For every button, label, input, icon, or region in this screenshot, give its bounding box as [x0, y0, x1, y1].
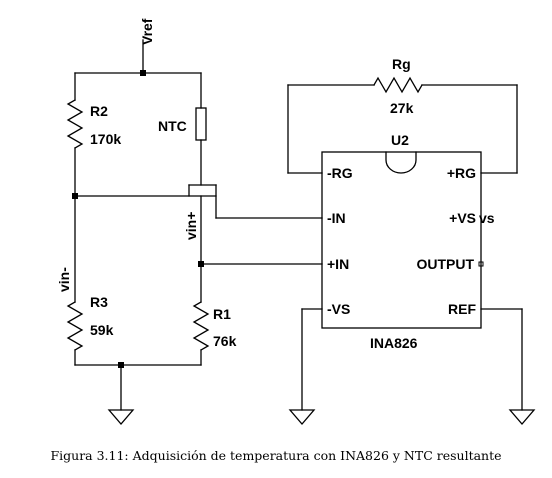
r3-value: 59k	[90, 322, 114, 338]
ground-icon	[508, 409, 536, 425]
pin-pos-in: +IN	[327, 256, 349, 272]
ic-designator: U2	[391, 132, 409, 148]
ground-icon	[288, 409, 316, 425]
vin-plus-label: vin+	[183, 212, 199, 240]
pin-ref: REF	[448, 301, 476, 317]
rg-value: 27k	[390, 100, 414, 116]
vs-net-label: vs	[479, 210, 495, 226]
r1-name: R1	[213, 306, 231, 322]
ground-icon	[107, 409, 135, 425]
pin-pos-vs: +VS	[449, 210, 476, 226]
r1-value: 76k	[213, 333, 237, 349]
pin-neg-vs: -VS	[327, 301, 350, 317]
r3-name: R3	[90, 294, 108, 310]
pin-output: OUTPUT	[416, 256, 474, 272]
pin-pos-rg: +RG	[447, 165, 476, 181]
ic-part-number: INA826	[370, 335, 418, 351]
rg-resistor	[373, 76, 423, 94]
pin-neg-in: -IN	[327, 210, 346, 226]
r2-name: R2	[90, 103, 108, 119]
figure-caption: Figura 3.11: Adquisición de temperatura …	[50, 448, 501, 463]
r3-resistor	[66, 301, 84, 351]
r1-resistor	[192, 301, 210, 351]
ntc-name: NTC	[158, 118, 187, 134]
vin-minus-label: vin-	[56, 267, 72, 292]
ina826-notch	[385, 151, 417, 174]
r2-resistor	[66, 99, 84, 149]
ina826-body	[321, 151, 482, 329]
ntc-thermistor	[195, 107, 207, 141]
rg-name: Rg	[392, 56, 411, 72]
output-pin-marker	[478, 261, 484, 267]
vref-label: Vref	[139, 18, 155, 45]
pin-neg-rg: -RG	[327, 165, 353, 181]
r2-value: 170k	[90, 131, 121, 147]
